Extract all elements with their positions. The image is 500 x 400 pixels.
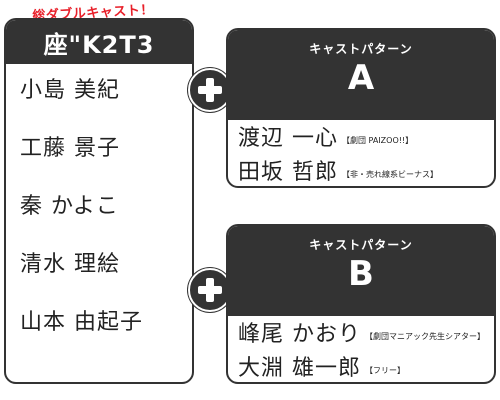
- pattern-letter: B: [348, 254, 374, 294]
- cast-member: 工藤 景子: [20, 136, 120, 161]
- pattern-header: キャストパターン B: [228, 226, 494, 316]
- pattern-subtitle: キャストパターン: [309, 42, 413, 56]
- member-name: 渡辺 一心: [238, 126, 338, 151]
- main-cast-panel: 座"K2T3 小島 美紀 工藤 景子 秦 かよこ 清水 理絵 山本 由起子: [4, 18, 194, 384]
- pattern-members: 渡辺 一心【劇団 PAIZOO!!】 田坂 哲郎【非・売れ線系ビーナス】: [228, 120, 494, 186]
- main-cast-list: 小島 美紀 工藤 景子 秦 かよこ 清水 理絵 山本 由起子: [6, 62, 192, 352]
- cast-member: 秦 かよこ: [20, 194, 119, 219]
- member-affiliation: 【フリー】: [365, 365, 405, 375]
- member-name: 大淵 雄一郎: [238, 356, 361, 381]
- member-affiliation: 【劇団マニアック先生シアター】: [365, 331, 485, 341]
- cast-member: 小島 美紀: [20, 78, 120, 103]
- member-name: 田坂 哲郎: [238, 160, 338, 185]
- member-affiliation: 【劇団 PAIZOO!!】: [342, 135, 414, 145]
- plus-icon: [188, 68, 232, 112]
- pattern-member: 渡辺 一心【劇団 PAIZOO!!】: [238, 122, 484, 156]
- member-affiliation: 【非・売れ線系ビーナス】: [342, 169, 438, 179]
- troupe-name: 座"K2T3: [6, 20, 192, 64]
- cast-member: 山本 由起子: [20, 310, 143, 335]
- pattern-member: 峰尾 かおり【劇団マニアック先生シアター】: [238, 318, 485, 352]
- pattern-letter: A: [347, 58, 375, 98]
- pattern-header: キャストパターン A: [228, 30, 494, 120]
- cast-member: 清水 理絵: [20, 252, 120, 277]
- cast-pattern-a: キャストパターン A 渡辺 一心【劇団 PAIZOO!!】 田坂 哲郎【非・売れ…: [226, 28, 496, 188]
- member-name: 峰尾 かおり: [238, 322, 361, 347]
- cast-pattern-b: キャストパターン B 峰尾 かおり【劇団マニアック先生シアター】 大淵 雄一郎【…: [226, 224, 496, 384]
- pattern-subtitle: キャストパターン: [309, 238, 413, 252]
- pattern-members: 峰尾 かおり【劇団マニアック先生シアター】 大淵 雄一郎【フリー】: [228, 316, 494, 382]
- pattern-member: 田坂 哲郎【非・売れ線系ビーナス】: [238, 156, 484, 186]
- pattern-member: 大淵 雄一郎【フリー】: [238, 352, 484, 382]
